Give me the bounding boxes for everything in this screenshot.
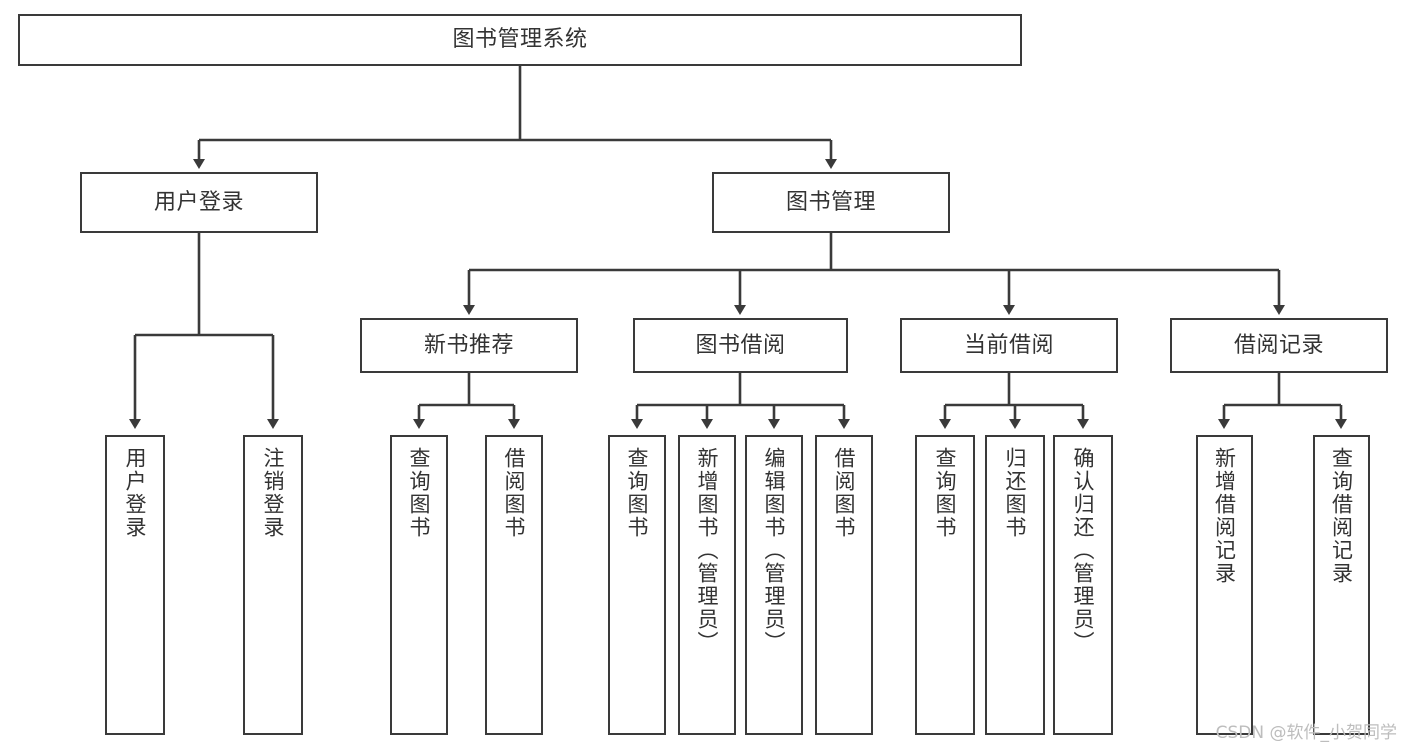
node-leaf-query-book-current-label: 查询图书 xyxy=(933,447,958,539)
node-leaf-borrow-book-label: 借阅图书 xyxy=(832,447,857,539)
node-book-borrow-label: 图书借阅 xyxy=(695,332,786,358)
node-leaf-add-record[interactable]: 新增借阅记录 xyxy=(1196,435,1253,735)
node-new-book-recommend-label: 新书推荐 xyxy=(423,332,514,358)
node-leaf-borrow-book-rec-label: 借阅图书 xyxy=(502,447,527,539)
node-leaf-edit-book[interactable]: 编辑图书（管理员） xyxy=(745,435,803,735)
node-leaf-add-record-label: 新增借阅记录 xyxy=(1212,447,1237,585)
node-leaf-query-book-rec-label: 查询图书 xyxy=(407,447,432,539)
node-leaf-user-login[interactable]: 用户登录 xyxy=(105,435,165,735)
node-borrow-record[interactable]: 借阅记录 xyxy=(1170,318,1388,373)
node-leaf-query-book-borrow-label: 查询图书 xyxy=(625,447,650,539)
node-leaf-add-book-label: 新增图书（管理员） xyxy=(695,447,720,654)
node-user-login[interactable]: 用户登录 xyxy=(80,172,318,233)
node-book-borrow[interactable]: 图书借阅 xyxy=(633,318,848,373)
node-new-book-recommend[interactable]: 新书推荐 xyxy=(360,318,578,373)
node-book-management[interactable]: 图书管理 xyxy=(712,172,950,233)
node-book-management-label: 图书管理 xyxy=(785,189,876,215)
node-root[interactable]: 图书管理系统 xyxy=(18,14,1022,66)
node-leaf-query-book-current[interactable]: 查询图书 xyxy=(915,435,975,735)
node-leaf-borrow-book[interactable]: 借阅图书 xyxy=(815,435,873,735)
node-leaf-return-book-label: 归还图书 xyxy=(1003,447,1028,539)
node-leaf-add-book[interactable]: 新增图书（管理员） xyxy=(678,435,736,735)
node-leaf-borrow-book-rec[interactable]: 借阅图书 xyxy=(485,435,543,735)
node-leaf-confirm-return[interactable]: 确认归还（管理员） xyxy=(1053,435,1113,735)
node-root-label: 图书管理系统 xyxy=(452,27,588,53)
node-leaf-logout[interactable]: 注销登录 xyxy=(243,435,303,735)
node-user-login-label: 用户登录 xyxy=(153,189,244,215)
node-leaf-confirm-return-label: 确认归还（管理员） xyxy=(1071,447,1096,654)
node-current-borrow-label: 当前借阅 xyxy=(963,332,1054,358)
node-leaf-logout-label: 注销登录 xyxy=(261,447,286,539)
node-leaf-query-book-borrow[interactable]: 查询图书 xyxy=(608,435,666,735)
node-leaf-query-book-rec[interactable]: 查询图书 xyxy=(390,435,448,735)
node-leaf-user-login-label: 用户登录 xyxy=(123,447,148,539)
watermark-text: CSDN @软件_小贺同学 xyxy=(1215,723,1397,743)
node-leaf-query-record[interactable]: 查询借阅记录 xyxy=(1313,435,1370,735)
node-leaf-edit-book-label: 编辑图书（管理员） xyxy=(762,447,787,654)
node-leaf-query-record-label: 查询借阅记录 xyxy=(1329,447,1354,585)
node-current-borrow[interactable]: 当前借阅 xyxy=(900,318,1118,373)
node-leaf-return-book[interactable]: 归还图书 xyxy=(985,435,1045,735)
node-borrow-record-label: 借阅记录 xyxy=(1233,332,1324,358)
